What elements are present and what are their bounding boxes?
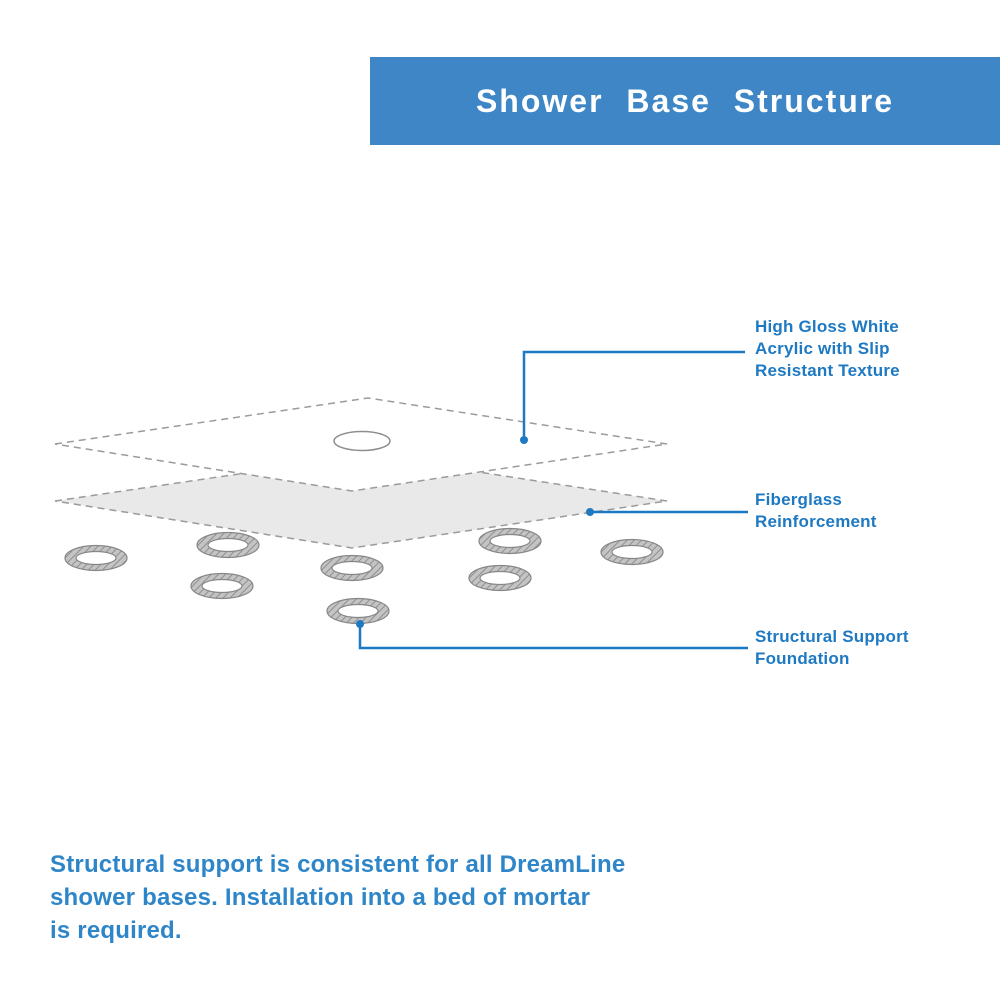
support-ring [64, 544, 128, 572]
leader-dot [356, 620, 364, 628]
support-ring [326, 597, 390, 625]
support-leader-line [358, 627, 748, 650]
drain-hole [333, 430, 391, 452]
leader-lines [356, 350, 748, 650]
leader-dot [586, 508, 594, 516]
support-ring [468, 564, 532, 592]
support-rings [64, 527, 664, 625]
annotation-acrylic-label: High Gloss White Acrylic with Slip Resis… [755, 317, 900, 381]
support-ring [196, 531, 260, 559]
title-banner: Shower Base Structure [370, 57, 1000, 145]
annotation-support-label: Structural Support Foundation [755, 627, 909, 669]
footer-note: Structural support is consistent for all… [50, 851, 626, 945]
acrylic-leader-line [522, 350, 745, 436]
support-ring [190, 572, 254, 600]
leader-dot [520, 436, 528, 444]
page-title: Shower Base Structure [475, 82, 895, 119]
support-ring [320, 554, 384, 582]
annotation-fiberglass-label: Fiberglass Reinforcement [755, 490, 877, 532]
acrylic-layer [54, 397, 668, 492]
support-ring [478, 527, 542, 555]
support-ring [600, 538, 664, 566]
